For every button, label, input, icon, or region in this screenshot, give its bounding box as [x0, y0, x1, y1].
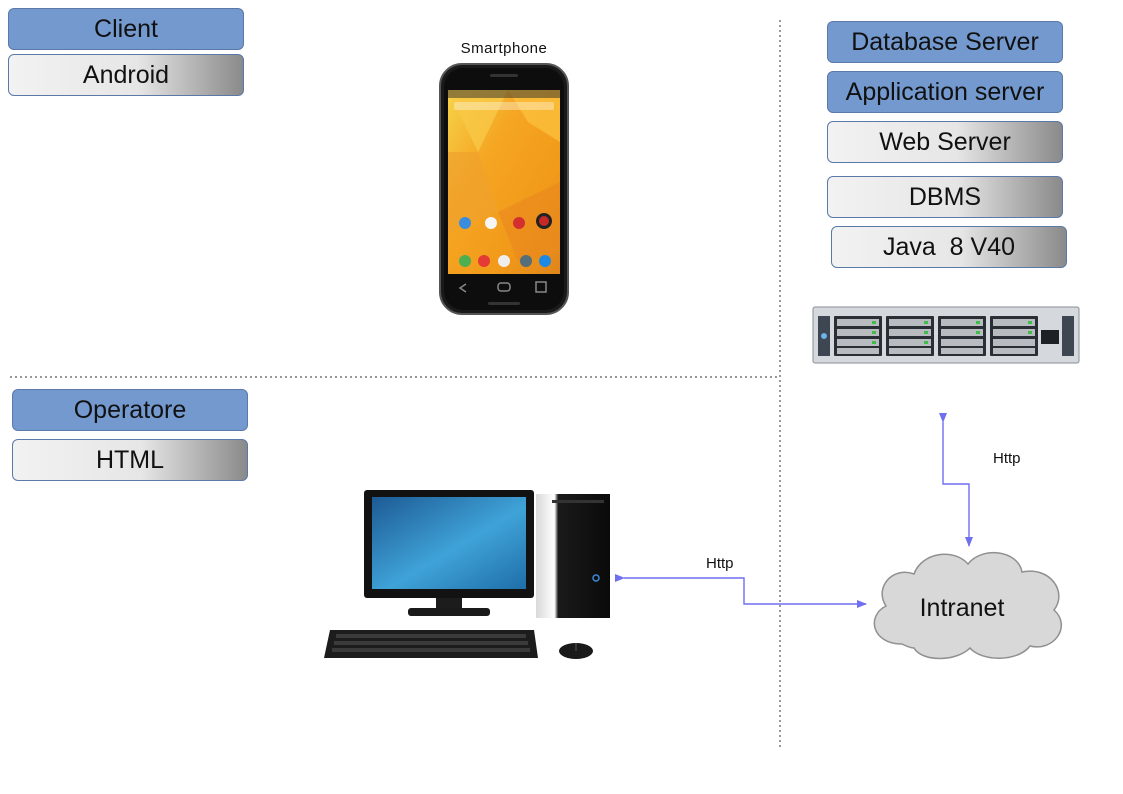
desktop-computer-icon [324, 490, 610, 659]
application-server-box: Application server [827, 71, 1063, 113]
http-label-pc: Http [706, 555, 734, 572]
java-label: Java 8 V40 [882, 232, 1016, 261]
client-title-box: Client [8, 8, 244, 50]
java-box: Java 8 V40 [831, 226, 1067, 268]
smartphone-label: Smartphone [460, 40, 548, 57]
client-platform: Android [82, 60, 170, 89]
pc-cloud-connector [615, 574, 867, 608]
web-server-label: Web Server [879, 127, 1011, 156]
application-server-label: Application server [845, 77, 1045, 106]
rack-server-icon [812, 306, 1080, 364]
web-server-box: Web Server [827, 121, 1063, 163]
database-server-box: Database Server [827, 21, 1063, 63]
server-cloud-connector [939, 413, 973, 547]
dbms-box: DBMS [827, 176, 1063, 218]
cloud-label: Intranet [919, 594, 1005, 622]
operatore-title-box: Operatore [12, 389, 248, 431]
operatore-platform-box: HTML [12, 439, 248, 481]
dbms-label: DBMS [908, 182, 982, 211]
http-label-server: Http [993, 450, 1021, 467]
client-title: Client [94, 14, 158, 43]
cloud-icon [873, 551, 1062, 660]
operatore-platform: HTML [95, 445, 165, 474]
client-platform-box: Android [8, 54, 244, 96]
smartphone-icon [439, 63, 569, 315]
operatore-title: Operatore [73, 395, 187, 424]
database-server-label: Database Server [851, 27, 1039, 56]
